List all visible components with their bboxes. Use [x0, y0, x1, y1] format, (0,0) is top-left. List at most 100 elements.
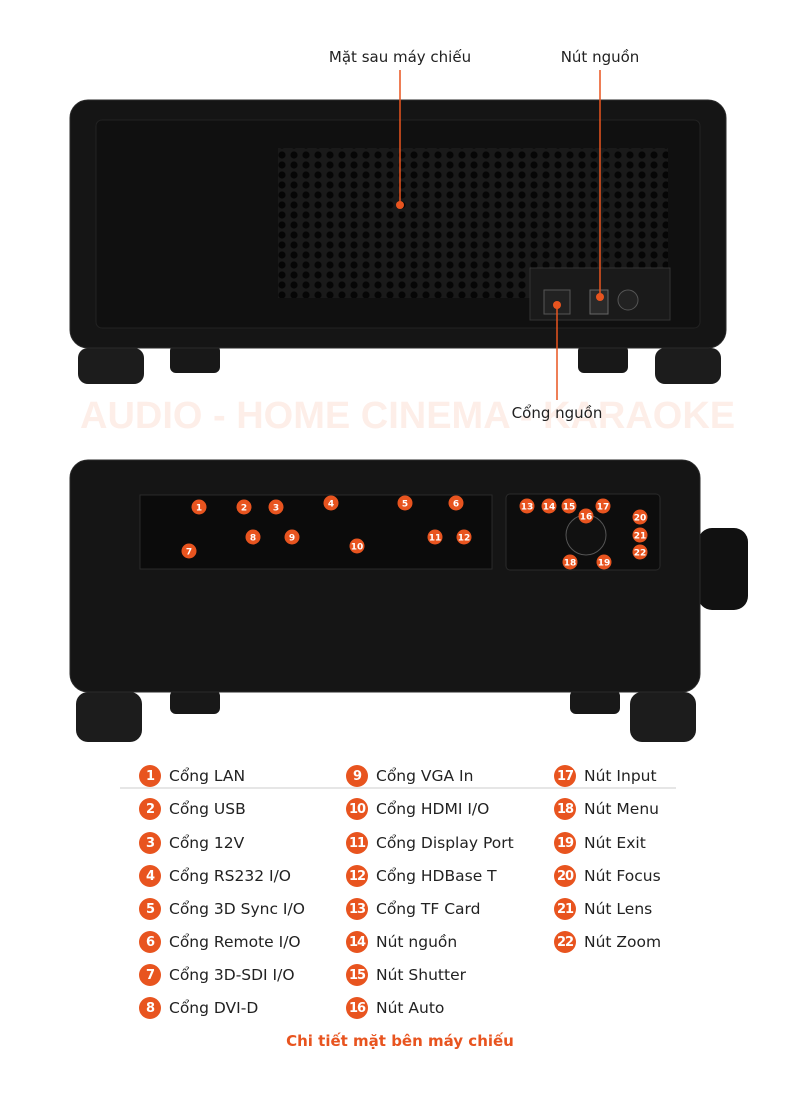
port-marker-9: 9 — [284, 529, 300, 545]
number-badge: 8 — [139, 997, 161, 1019]
callout-dot-rear — [396, 201, 404, 209]
port-marker-2: 2 — [236, 499, 252, 515]
marker-circle — [284, 529, 300, 545]
marker-circle — [349, 538, 365, 554]
marker-circle — [632, 509, 648, 525]
foot — [170, 690, 220, 714]
number-badge: 5 — [139, 898, 161, 920]
port-marker-17: 17 — [595, 498, 611, 514]
marker-number: 21 — [634, 532, 647, 542]
marker-circle — [448, 495, 464, 511]
marker-circle — [632, 527, 648, 543]
marker-circle — [562, 554, 578, 570]
number-badge: 16 — [346, 997, 368, 1019]
legend-item: 2 Cổng USB — [139, 797, 246, 821]
legend-label: Cổng Display Port — [376, 834, 514, 852]
number-badge: 11 — [346, 832, 368, 854]
legend-label: Cổng LAN — [169, 767, 246, 785]
marker-number: 8 — [250, 534, 256, 544]
legend-label: Nút Lens — [584, 900, 653, 918]
marker-circle — [632, 544, 648, 560]
marker-number: 18 — [564, 559, 577, 569]
legend-label: Cổng Remote I/O — [169, 933, 301, 951]
port-marker-19: 19 — [596, 554, 612, 570]
legend-label: Nút nguồn — [376, 933, 458, 951]
number-badge: 1 — [139, 765, 161, 787]
marker-number: 14 — [543, 503, 556, 513]
foot — [76, 692, 142, 742]
legend-label: Cổng RS232 I/O — [169, 867, 292, 885]
legend-label: Cổng VGA In — [376, 767, 474, 785]
number-badge: 13 — [346, 898, 368, 920]
number-badge: 15 — [346, 964, 368, 986]
legend-item: 20 Nút Focus — [554, 864, 661, 888]
legend-item: 3 Cổng 12V — [139, 831, 244, 855]
marker-number: 4 — [328, 500, 334, 510]
legend-item: 12 Cổng HDBase T — [346, 864, 497, 888]
marker-circle — [596, 554, 612, 570]
number-badge: 3 — [139, 832, 161, 854]
legend-label: Cổng 12V — [169, 834, 245, 852]
port-marker-5: 5 — [397, 495, 413, 511]
projector-side-view — [69, 459, 748, 742]
legend-label: Nút Focus — [584, 867, 661, 885]
legend-label: Cổng USB — [169, 800, 246, 818]
marker-number: 19 — [598, 559, 611, 569]
callout-power-port: Cổng nguồn — [511, 404, 603, 422]
port-marker-8: 8 — [245, 529, 261, 545]
number-badge: 20 — [554, 865, 576, 887]
port-marker-7: 7 — [181, 543, 197, 559]
port-marker-21: 21 — [632, 527, 648, 543]
marker-number: 22 — [634, 549, 647, 559]
marker-number: 5 — [402, 500, 408, 510]
caption: Chi tiết mặt bên máy chiếu — [286, 1032, 514, 1050]
marker-number: 9 — [289, 534, 295, 544]
marker-number: 16 — [580, 513, 593, 523]
legend-item: 14 Nút nguồn — [346, 930, 457, 954]
port-marker-11: 11 — [427, 529, 443, 545]
legend-item: 11 Cổng Display Port — [346, 831, 514, 855]
marker-circle — [519, 498, 535, 514]
marker-circle — [561, 498, 577, 514]
lens — [698, 528, 748, 610]
number-badge: 7 — [139, 964, 161, 986]
port-marker-13: 13 — [519, 498, 535, 514]
port-marker-18: 18 — [562, 554, 578, 570]
marker-number: 2 — [241, 504, 247, 514]
marker-circle — [397, 495, 413, 511]
legend-label: Cổng HDBase T — [376, 867, 497, 885]
number-badge: 2 — [139, 798, 161, 820]
marker-number: 6 — [453, 500, 459, 510]
number-badge: 22 — [554, 931, 576, 953]
marker-circle — [236, 499, 252, 515]
foot — [630, 692, 696, 742]
number-badge: 21 — [554, 898, 576, 920]
legend-label: Cổng DVI-D — [169, 999, 259, 1017]
projector-rear-view — [69, 99, 727, 384]
number-badge: 10 — [346, 798, 368, 820]
marker-number: 20 — [634, 514, 647, 524]
foot — [170, 345, 220, 373]
number-badge: 14 — [346, 931, 368, 953]
legend-item: 21 Nút Lens — [554, 897, 652, 921]
port-marker-15: 15 — [561, 498, 577, 514]
foot — [578, 345, 628, 373]
marker-circle — [245, 529, 261, 545]
callout-dot-power-button — [596, 293, 604, 301]
marker-circle — [578, 508, 594, 524]
marker-circle — [541, 498, 557, 514]
port-marker-4: 4 — [323, 495, 339, 511]
port-marker-12: 12 — [456, 529, 472, 545]
number-badge: 17 — [554, 765, 576, 787]
number-badge: 12 — [346, 865, 368, 887]
